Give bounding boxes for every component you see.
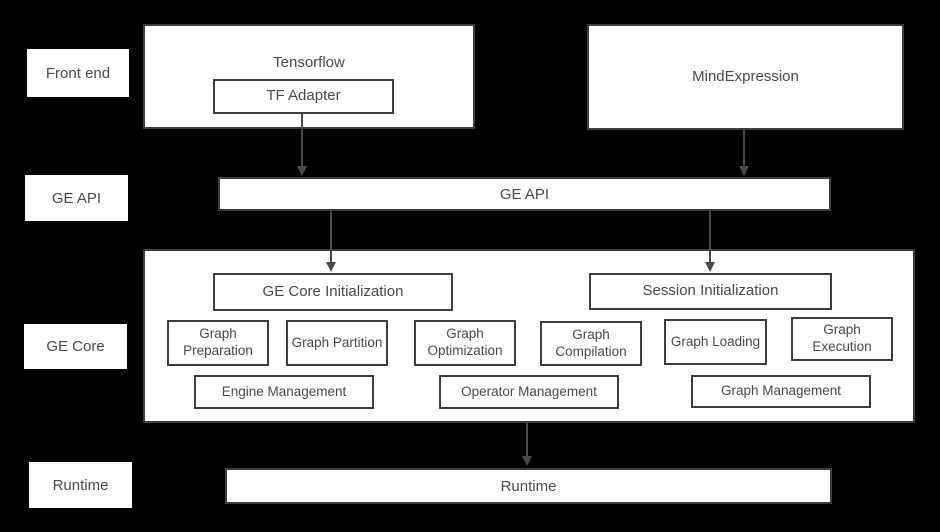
runtime-bar: Runtime	[225, 468, 832, 504]
row-label-runtime: Runtime	[29, 462, 132, 508]
graph-preparation-box: Graph Preparation	[167, 320, 269, 366]
arrow-ge-api-to-ge-core-initialization	[326, 211, 336, 272]
graph-optimization-box: Graph Optimization	[414, 320, 516, 366]
ge-core-initialization-box: GE Core Initialization	[213, 273, 453, 311]
graph-execution-box: Graph Execution	[791, 317, 893, 361]
arrow-ge-core-to-runtime	[522, 423, 532, 466]
graph-compilation-box: Graph Compilation	[540, 321, 642, 366]
arrow-ge-api-to-session-initialization	[705, 211, 715, 272]
arrow-tf-adapter-to-ge-api	[297, 114, 307, 176]
graph-loading-box: Graph Loading	[664, 319, 767, 365]
tf-adapter-box: TF Adapter	[213, 79, 394, 114]
mindexpression-box: MindExpression	[587, 24, 904, 130]
arrow-mindexpression-to-ge-api	[739, 130, 749, 176]
graph-management-box: Graph Management	[691, 375, 871, 408]
ge-api-bar: GE API	[218, 177, 831, 211]
row-label-ge-core: GE Core	[24, 324, 127, 369]
tensorflow-label: Tensorflow	[273, 54, 345, 71]
row-label-ge-api: GE API	[25, 175, 128, 221]
operator-management-box: Operator Management	[439, 375, 619, 409]
graph-partition-box: Graph Partition	[286, 320, 388, 366]
session-initialization-box: Session Initialization	[589, 273, 832, 310]
engine-management-box: Engine Management	[194, 375, 374, 409]
row-label-front-end: Front end	[27, 49, 129, 97]
